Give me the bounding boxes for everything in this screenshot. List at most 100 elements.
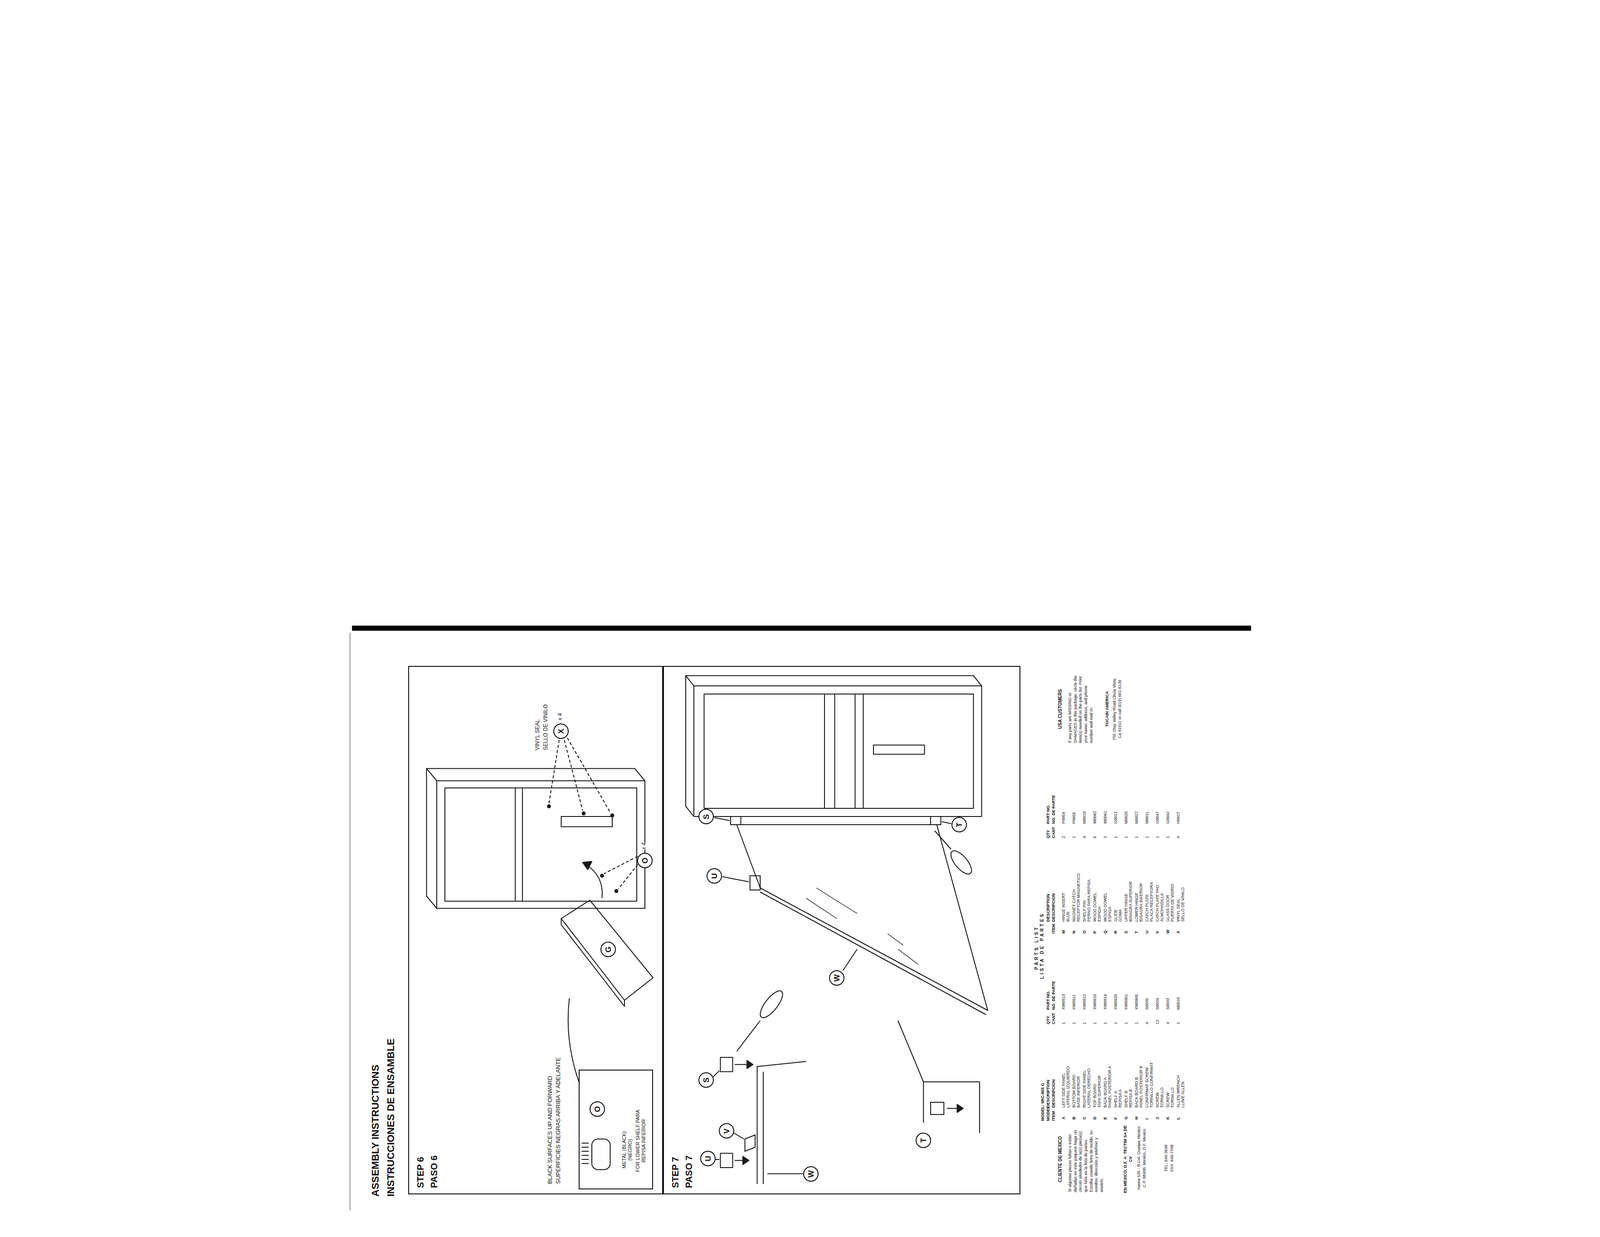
bookcase-front bbox=[693, 685, 982, 817]
note-text: DESCRIPCION bbox=[1051, 1078, 1057, 1108]
part-number: H0027 bbox=[1176, 811, 1181, 824]
part-name: VINYL SEAL bbox=[1176, 898, 1181, 922]
item-letter: E bbox=[1103, 1116, 1108, 1120]
part-name: UPPER HINGE bbox=[1124, 893, 1129, 922]
part-name: ALLEN WRENCH bbox=[1176, 1074, 1181, 1108]
callout-letter: S bbox=[702, 814, 711, 820]
part-number: P0054 bbox=[1061, 811, 1067, 824]
part-number: G0012 bbox=[1113, 811, 1119, 824]
part-name: TORNILLO bbox=[1160, 1087, 1165, 1108]
pin-leader bbox=[604, 856, 638, 889]
step-heading: STEP 7 bbox=[670, 1156, 681, 1188]
shelf-pin bbox=[591, 1138, 611, 1170]
part-name: CATCH PLATE PAD bbox=[1155, 884, 1161, 922]
part-name: BISAGRA SUPERIOR bbox=[1128, 881, 1134, 922]
callout-letter: W bbox=[807, 1170, 815, 1178]
glass-door bbox=[736, 824, 989, 1011]
part-name: REPISA B bbox=[1128, 1088, 1134, 1108]
note-text: x 4 bbox=[557, 712, 564, 721]
quantity: 1 bbox=[1124, 1021, 1129, 1025]
quantity: 4 bbox=[1165, 1021, 1171, 1025]
rotated-page: ASSEMBLY INSTRUCTIONSSTEP 6PASO 6METAL (… bbox=[351, 629, 1250, 1215]
catch-detail bbox=[720, 1153, 733, 1168]
part-name: WOOD DOWEL bbox=[1092, 892, 1098, 922]
item-letter: I bbox=[1145, 1117, 1150, 1120]
quantity: 1 bbox=[1134, 835, 1140, 839]
bookcase-depth bbox=[426, 768, 646, 908]
item-letter: R bbox=[1113, 930, 1119, 934]
item-letter: U bbox=[1145, 930, 1150, 934]
door-corner bbox=[757, 1061, 807, 1184]
quantity: 1 bbox=[1113, 1021, 1119, 1025]
note-text: Avena 535 - B Col. Granjas Mexico C.P. 0… bbox=[1136, 1123, 1147, 1192]
inset-box: METAL (BLACK) (NEGRO)FOR LOWER SHELF PAR… bbox=[578, 1069, 654, 1190]
part-name: GLASS DOOR bbox=[1165, 894, 1171, 922]
quantity: 1 bbox=[1145, 835, 1150, 839]
shelves bbox=[824, 693, 864, 809]
leader bbox=[713, 1070, 720, 1077]
part-name: LATERAL IZQUIERDO bbox=[1066, 1065, 1071, 1108]
part-name: TORNILLO bbox=[1170, 1087, 1176, 1108]
quantity: 4 bbox=[1176, 835, 1181, 839]
part-number: W0062 bbox=[1092, 810, 1098, 824]
note-text: SELLO DE VINILO bbox=[542, 704, 549, 751]
part-number: XW0905 bbox=[1134, 993, 1140, 1010]
glass-shine bbox=[806, 887, 919, 965]
leader bbox=[843, 949, 858, 971]
note-text: 755 Otay Valley Road Chula Vista, Ca 919… bbox=[1112, 674, 1123, 743]
quantity: 1 bbox=[1155, 835, 1161, 839]
part-number: XW0901 bbox=[1124, 993, 1129, 1010]
part-name: BASE INFERIOR bbox=[1076, 1075, 1082, 1108]
part-name: ALMOHADILLA bbox=[1160, 892, 1165, 922]
door-edge bbox=[760, 892, 986, 1015]
note-text: BLACK SURFACES UP AND FORWARD bbox=[546, 1075, 554, 1184]
part-number: M0011 bbox=[1145, 811, 1150, 824]
upper-hinge bbox=[730, 816, 742, 825]
note-text: INSTRUCCIONES DE ENSAMBLE bbox=[385, 1038, 397, 1197]
part-number: M0019 bbox=[1082, 810, 1088, 824]
quantity: 1 bbox=[1103, 1021, 1108, 1025]
arrow-head bbox=[582, 861, 592, 870]
callout-letter: V bbox=[722, 1128, 731, 1134]
part-number: G0042 bbox=[1165, 811, 1171, 824]
bookcase-inner bbox=[704, 693, 974, 809]
note-text: If any parts are MISSING or DAMAGED in t… bbox=[1067, 674, 1094, 743]
quantity: 2 bbox=[1103, 835, 1108, 839]
note-text: QTY bbox=[1046, 1015, 1051, 1025]
shelf-g-edge bbox=[561, 918, 625, 1007]
callout-circle: U bbox=[700, 1150, 716, 1166]
note-text: CANT bbox=[1051, 1012, 1057, 1025]
note-text: TEL: 649-3648 bbox=[1163, 1123, 1170, 1192]
callout-circle: T bbox=[951, 817, 967, 833]
item-letter: B bbox=[1072, 1116, 1077, 1120]
inset-note: METAL (BLACK) (NEGRO) bbox=[621, 1120, 633, 1180]
hole bbox=[614, 889, 619, 893]
part-number: XW0910 bbox=[1092, 993, 1098, 1010]
bookcase-inner bbox=[444, 787, 637, 902]
note-text: MODEL: 5RC-865 G bbox=[1040, 1082, 1046, 1121]
callout-letter: T bbox=[919, 1137, 928, 1143]
inset-note: FOR LOWER SHELF PARA REPISA INFERIOR bbox=[634, 1102, 647, 1180]
item-letter: X bbox=[1176, 930, 1181, 934]
screwdriver-shaft bbox=[934, 830, 952, 850]
note-text: PART NO. bbox=[1046, 804, 1051, 824]
leader bbox=[733, 1132, 745, 1140]
part-name: BACK BOARD B bbox=[1134, 1076, 1140, 1108]
part-name: SHELF A bbox=[1113, 1090, 1119, 1108]
item-letter: M bbox=[1061, 930, 1067, 934]
arrow bbox=[734, 1063, 747, 1065]
callout-circle: W bbox=[803, 1165, 819, 1182]
item-letter: C bbox=[1082, 1116, 1088, 1120]
item-letter: K bbox=[1165, 1116, 1171, 1120]
part-name: CONFIRMAT SCREW bbox=[1145, 1067, 1150, 1108]
step-heading: STEP 6 bbox=[415, 1156, 426, 1188]
item-letter: F bbox=[1113, 1117, 1119, 1120]
part-number: M0025 bbox=[1124, 810, 1129, 824]
part-name: LEFT SIDE PANEL bbox=[1061, 1072, 1067, 1108]
part-name: MAGNET CATCH bbox=[1072, 889, 1077, 922]
item-letter: P bbox=[1092, 930, 1098, 934]
note-text: SUPERFICIES NEGRAS ARRIBA Y ADELANTE bbox=[555, 1057, 562, 1184]
leader bbox=[941, 821, 952, 824]
part-name: LOWER HINGE bbox=[1134, 892, 1140, 922]
quantity: 1 bbox=[1061, 1021, 1067, 1025]
